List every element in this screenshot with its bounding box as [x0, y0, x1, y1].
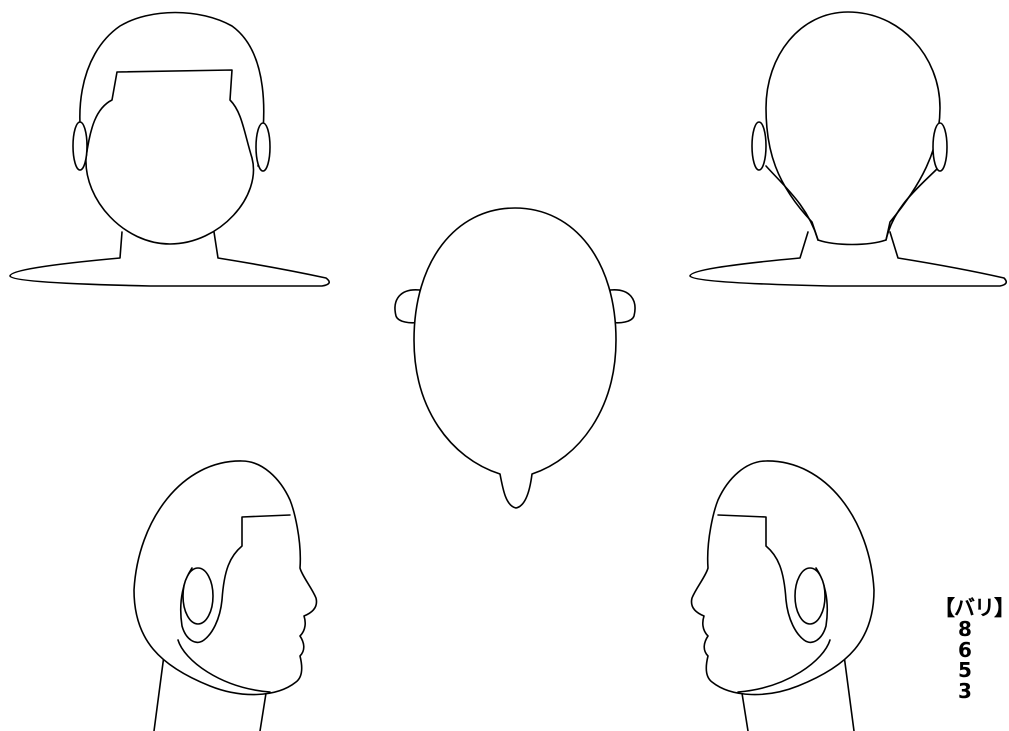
head-back-view	[690, 12, 1006, 286]
right-profile-ear	[795, 568, 825, 624]
head-top-view	[395, 208, 635, 508]
head-left-profile-view	[134, 461, 317, 731]
head-front-view	[10, 13, 329, 287]
side-label-block: 【バリ】 8 6 5 3	[934, 598, 1009, 701]
side-label-title: 【バリ】	[934, 598, 1009, 619]
side-label-number-3: 5	[934, 660, 1009, 681]
top-skull	[414, 208, 616, 508]
head-right-profile-view	[692, 461, 875, 731]
side-label-number-4: 3	[934, 681, 1009, 702]
side-label-number-1: 8	[934, 619, 1009, 640]
back-left-ear	[752, 122, 766, 170]
back-right-ear	[933, 123, 947, 171]
back-skull	[766, 12, 940, 245]
front-face	[86, 70, 254, 244]
side-label-number-2: 6	[934, 640, 1009, 661]
front-left-ear	[73, 122, 87, 170]
left-profile-ear	[183, 568, 213, 624]
front-right-ear	[256, 123, 270, 171]
